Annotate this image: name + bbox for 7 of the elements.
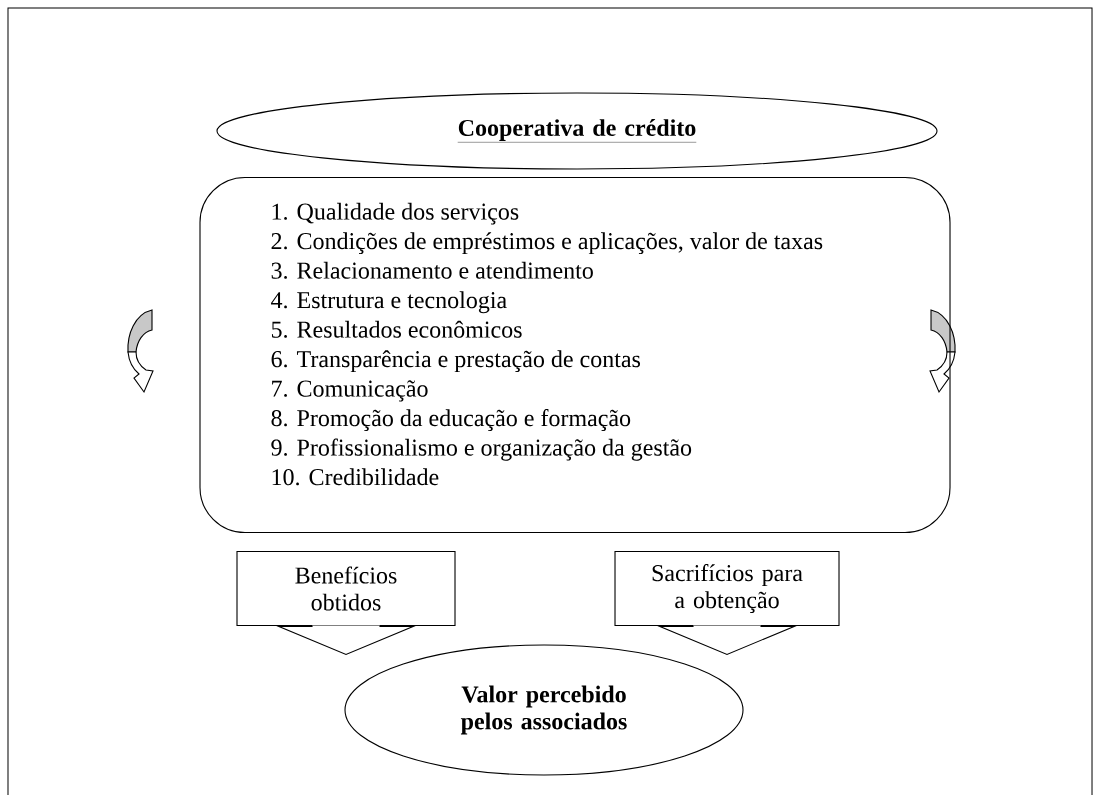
ellipse-node: Cooperativa de crédito <box>216 92 938 170</box>
callout-box: Benefícios obtidos <box>236 551 456 627</box>
rounded-box: 1. Qualidade dos serviços 2. Condições de empréstimos e aplicações, valor de taxas 3. Relacionamento e atendimento 4. Estrutura e tecnologia 5. Resultados econômicos 6. Transparência e prestação de contas 7. Comunicação 8. Promoção da educação e formação 9. Profissionalismo e organização da gestão 10. Credibilidade <box>199 176 951 534</box>
callout-box: Sacrifícios para a obtenção <box>614 551 840 627</box>
ellipse-node: Valor percebido pelos associados <box>344 644 744 776</box>
block-arrow <box>657 624 797 656</box>
block-arrow <box>276 624 416 656</box>
